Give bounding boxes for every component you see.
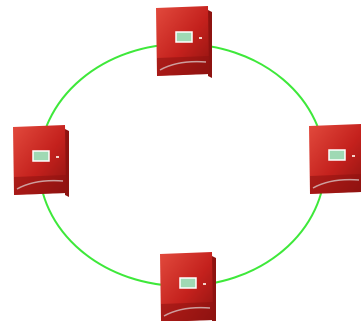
device-nodes (13, 6, 361, 321)
network-device-icon (309, 124, 361, 194)
network-device-icon (13, 125, 69, 197)
network-device-icon (156, 6, 212, 78)
network-device-icon (160, 252, 216, 321)
ring-connection (38, 43, 326, 287)
